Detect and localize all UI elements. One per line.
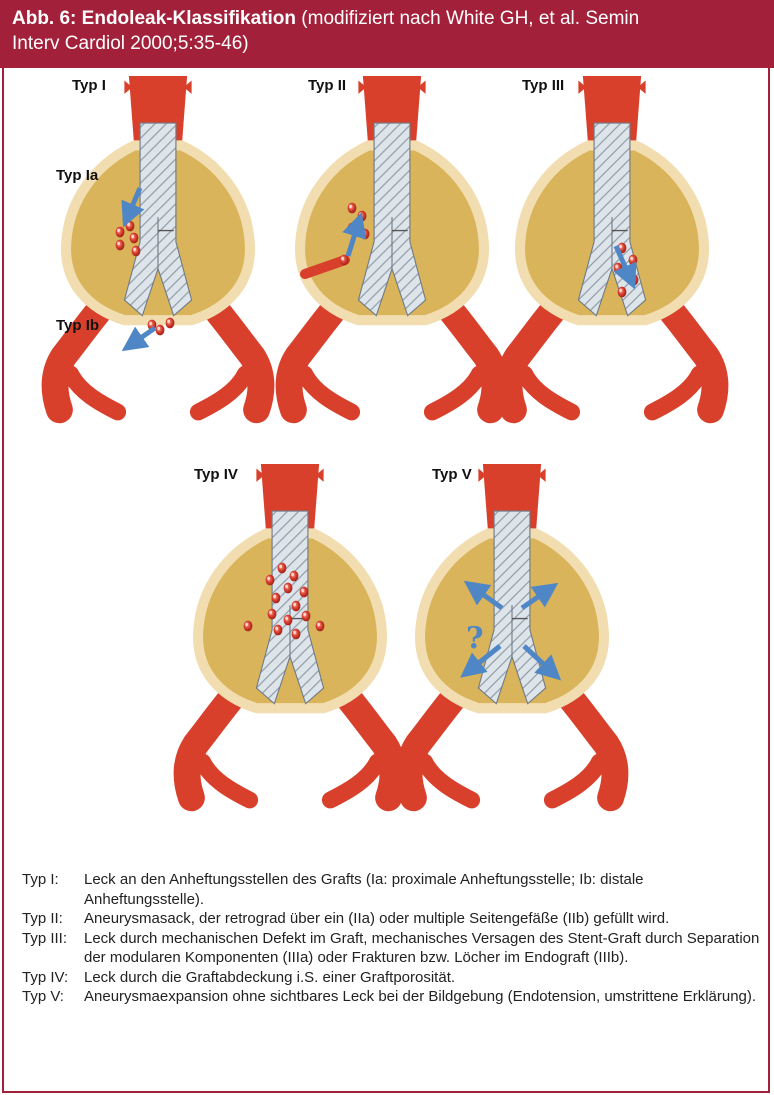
leak-arrow [132,328,155,344]
legend-text: Leck durch die Graftabdeckung i.S. einer… [84,968,762,988]
figure-header: Abb. 6: Endoleak-Klassifikation (modifiz… [0,0,774,68]
legend-item: Typ V: Aneurysmaexpansion ohne sichtbare… [22,987,762,1007]
legend-text: Aneurysmasack, der retrograd über ein (I… [84,909,762,929]
panel-sublabel-typ-ib: Typ Ib [56,317,99,334]
panel-typ-i: Typ I Typ Ia Typ Ib [55,76,261,412]
legend-key: Typ III: [22,929,84,968]
legend-text: Aneurysmaexpansion ohne sichtbares Leck … [84,987,762,1007]
figure-source-line2: Interv Cardiol 2000;5:35-46) [12,33,249,54]
panel-label-typ-i: Typ I [72,77,106,94]
figure-title: Endoleak-Klassifikation [82,8,296,29]
panel-typ-iv: Typ IV [187,464,393,800]
panel-typ-v: ? Typ V [409,464,615,800]
legend-text: Leck durch mechanischen Defekt im Graft,… [84,929,762,968]
panel-typ-ii: Typ II [289,76,495,412]
legend-key: Typ I: [22,870,84,909]
legend-key: Typ IV: [22,968,84,988]
panel-label-typ-iii: Typ III [522,77,564,94]
legend-text: Leck an den Anheftungsstellen des Grafts… [84,870,762,909]
legend-item: Typ II: Aneurysmasack, der retrograd übe… [22,909,762,929]
panel-label-typ-ii: Typ II [308,77,346,94]
panel-typ-iii: Typ III [509,76,715,412]
legend-item: Typ I: Leck an den Anheftungsstellen des… [22,870,762,909]
legend-key: Typ V: [22,987,84,1007]
question-mark-symbol: ? [466,621,484,656]
legend-item: Typ III: Leck durch mechanischen Defekt … [22,929,762,968]
figure-source-line1: (modifiziert nach White GH, et al. Semin [301,8,639,29]
figure-number: Abb. 6: [12,8,76,29]
endoleak-diagram: Typ I Typ Ia Typ Ib Typ II Typ III Typ I… [0,68,774,858]
legend: Typ I: Leck an den Anheftungsstellen des… [22,870,762,1007]
panel-sublabel-typ-ia: Typ Ia [56,167,99,184]
panel-label-typ-iv: Typ IV [194,466,238,483]
legend-key: Typ II: [22,909,84,929]
panel-label-typ-v: Typ V [432,466,472,483]
legend-item: Typ IV: Leck durch die Graftabdeckung i.… [22,968,762,988]
